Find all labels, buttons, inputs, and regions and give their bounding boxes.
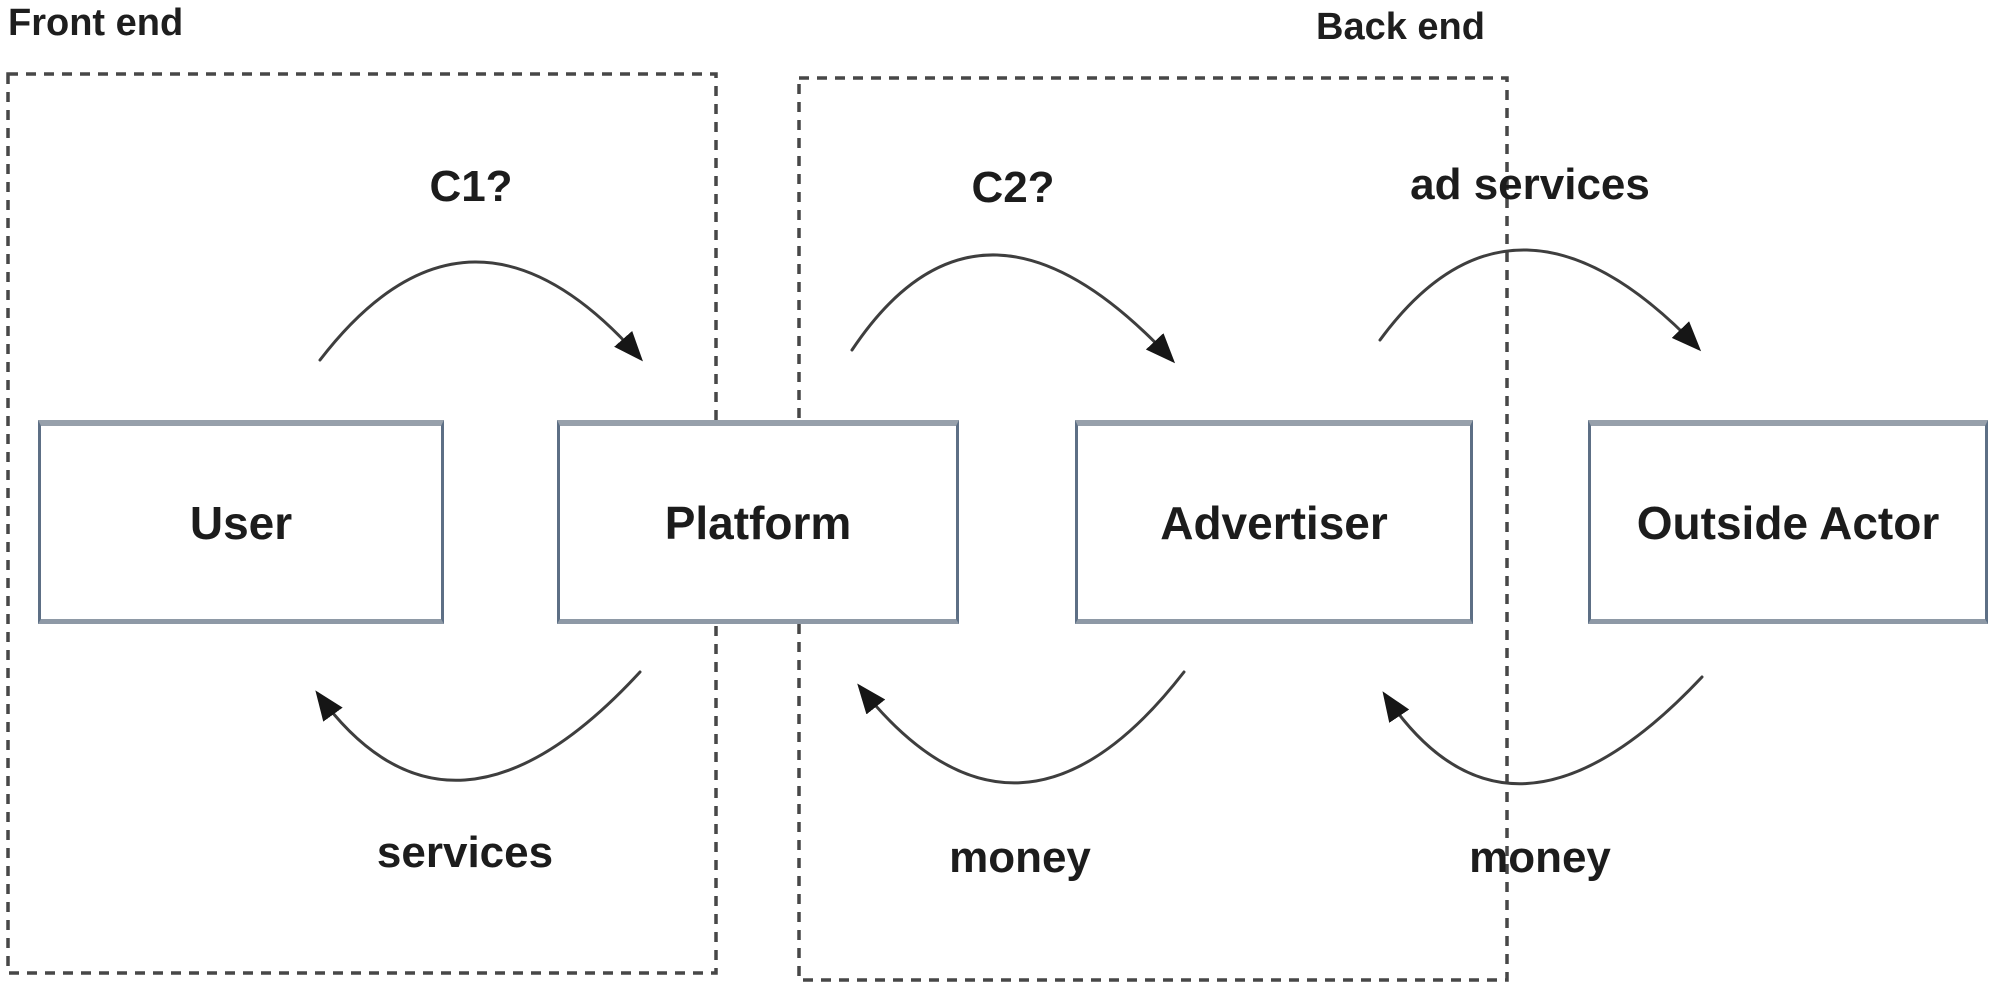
flow-money-to-platform-label: money	[949, 833, 1091, 882]
flow-money-to-advertiser-arrow	[1382, 675, 1704, 786]
node-advertiser-label: Advertiser	[1160, 496, 1388, 549]
flow-money-to-platform-arrow	[857, 670, 1186, 785]
flow-money-to-advertiser-label: money	[1469, 833, 1611, 882]
flow-c2-arrow	[850, 253, 1176, 364]
flow-services-arrow	[315, 670, 642, 782]
back-end-title: Back end	[1316, 6, 1485, 48]
flow-c2-label: C2?	[971, 163, 1055, 212]
flow-ad-services-arrow	[1378, 248, 1702, 352]
node-advertiser: Advertiser	[1075, 420, 1473, 624]
flow-c1-arrow	[318, 260, 643, 362]
flow-ad-services-label: ad services	[1410, 160, 1650, 209]
back-end-region-border	[797, 76, 1509, 982]
node-user: User	[38, 420, 444, 624]
node-platform: Platform	[557, 420, 959, 624]
flow-c1-label: C1?	[429, 162, 513, 211]
node-user-label: User	[189, 496, 293, 549]
node-outside-actor-label: Outside Actor	[1636, 496, 1940, 549]
flow-services-label: services	[376, 828, 554, 877]
node-platform-label: Platform	[664, 496, 852, 549]
node-outside-actor: Outside Actor	[1588, 420, 1988, 624]
front-end-title: Front end	[8, 2, 184, 44]
